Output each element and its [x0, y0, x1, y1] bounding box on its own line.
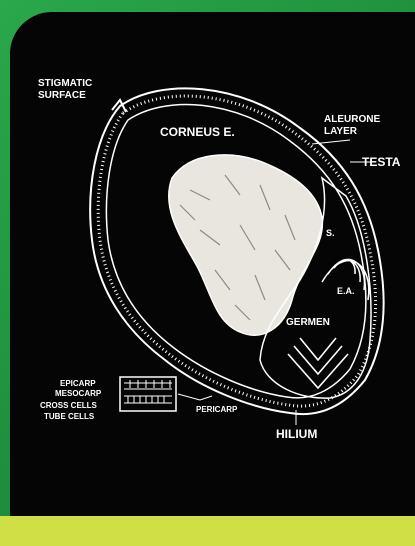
- label-testa: TESTA: [362, 155, 401, 169]
- label-hilium: HILIUM: [276, 427, 317, 441]
- label-pericarp: PERICARP: [196, 405, 238, 414]
- pericarp-cell-inset: [120, 377, 176, 411]
- label-cross-cells: CROSS CELLS: [40, 401, 98, 410]
- label-ea: E.A.: [337, 286, 355, 296]
- label-corneus: CORNEUS E.: [160, 125, 235, 139]
- label-stigmatic-2: SURFACE: [38, 90, 86, 101]
- label-germen: GERMEN: [286, 317, 330, 328]
- label-tube-cells: TUBE CELLS: [44, 412, 95, 421]
- label-stigmatic-1: STIGMATIC: [38, 78, 92, 89]
- label-aleurone-1: ALEURONE: [324, 114, 380, 125]
- leader-pericarp: [178, 394, 212, 400]
- label-mesocarp: MESOCARP: [55, 389, 102, 398]
- label-s: S.: [326, 228, 335, 238]
- label-aleurone-2: LAYER: [324, 126, 358, 137]
- corneus-endosperm: [169, 155, 323, 335]
- label-epicarp: EPICARP: [60, 379, 96, 388]
